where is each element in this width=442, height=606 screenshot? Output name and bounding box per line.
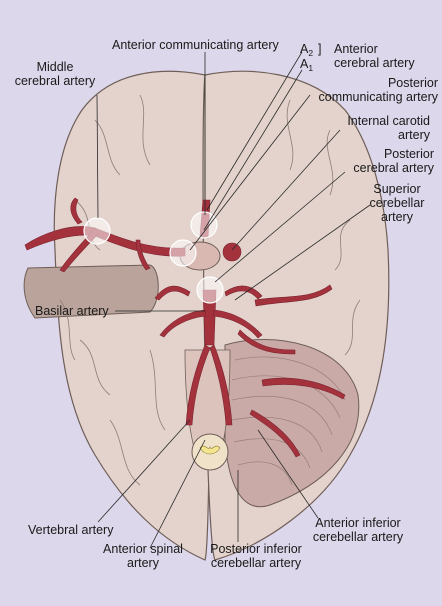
bracket-a2-a1: ] bbox=[318, 42, 322, 56]
label-middle-cerebral-artery: Middle cerebral artery bbox=[10, 60, 100, 88]
highlight-basilar-top bbox=[196, 276, 224, 304]
label-posterior-cerebral-artery: Posterior cerebral artery bbox=[330, 147, 434, 175]
internal-carotid-stump bbox=[222, 242, 242, 262]
label-internal-carotid-artery: Internal carotid artery bbox=[330, 114, 430, 142]
label-a2-subscript: 2 bbox=[308, 48, 314, 58]
label-a1: A1 bbox=[300, 57, 314, 73]
posterior-cerebral-artery bbox=[154, 285, 191, 301]
leader-lines bbox=[96, 51, 371, 549]
highlight-pcom bbox=[169, 239, 197, 267]
highlight-acom bbox=[190, 211, 218, 239]
label-a2: A2 bbox=[300, 42, 314, 58]
label-a2-letter: A bbox=[300, 42, 309, 56]
label-line: cerebellar bbox=[369, 196, 425, 210]
label-line: cerebral artery bbox=[14, 74, 96, 88]
cerebellum bbox=[224, 339, 360, 508]
label-line: Posterior inferior bbox=[210, 542, 302, 556]
label-anterior-communicating-artery: Anterior communicating artery bbox=[112, 38, 279, 52]
label-line: Posterior bbox=[383, 147, 434, 161]
label-anterior-inferior-cerebellar-artery: Anterior inferior cerebellar artery bbox=[306, 516, 410, 544]
label-line: cerebellar artery bbox=[312, 530, 404, 544]
label-line: Internal carotid bbox=[347, 114, 430, 128]
temporal-lobe-cut bbox=[23, 264, 159, 319]
label-anterior-cerebral-artery: Anterior cerebral artery bbox=[334, 42, 415, 70]
vertebral-artery bbox=[185, 344, 211, 426]
label-line: artery bbox=[127, 556, 159, 570]
label-line: Superior bbox=[373, 182, 421, 196]
label-line: Anterior bbox=[334, 42, 378, 56]
label-a1-letter: A bbox=[300, 57, 309, 71]
brain-base bbox=[23, 70, 390, 561]
label-a1-subscript: 1 bbox=[308, 63, 314, 73]
label-posterior-inferior-cerebellar-artery: Posterior inferior cerebellar artery bbox=[196, 542, 316, 570]
label-vertebral-artery: Vertebral artery bbox=[28, 523, 114, 537]
label-line: cerebral artery bbox=[334, 56, 415, 70]
spinal-grey-matter bbox=[199, 445, 221, 455]
label-line: communicating artery bbox=[318, 90, 439, 104]
label-superior-cerebellar-artery: Superior cerebellar artery bbox=[362, 182, 432, 224]
label-line: artery bbox=[381, 210, 413, 224]
label-basilar-artery: Basilar artery bbox=[35, 304, 109, 318]
label-line: Anterior inferior bbox=[315, 516, 401, 530]
highlight-mca bbox=[83, 217, 111, 245]
label-line: Posterior bbox=[387, 76, 438, 90]
label-line: Middle bbox=[36, 60, 74, 74]
label-line: cerebellar artery bbox=[210, 556, 302, 570]
label-line: cerebral artery bbox=[353, 161, 434, 175]
label-posterior-communicating-artery: Posterior communicating artery bbox=[312, 76, 439, 104]
label-anterior-spinal-artery: Anterior spinal artery bbox=[88, 542, 198, 570]
arteries bbox=[24, 197, 346, 458]
label-line: artery bbox=[398, 128, 430, 142]
label-line: Anterior spinal bbox=[103, 542, 183, 556]
highlight-circles bbox=[83, 211, 224, 304]
middle-cerebral-artery bbox=[24, 226, 186, 257]
